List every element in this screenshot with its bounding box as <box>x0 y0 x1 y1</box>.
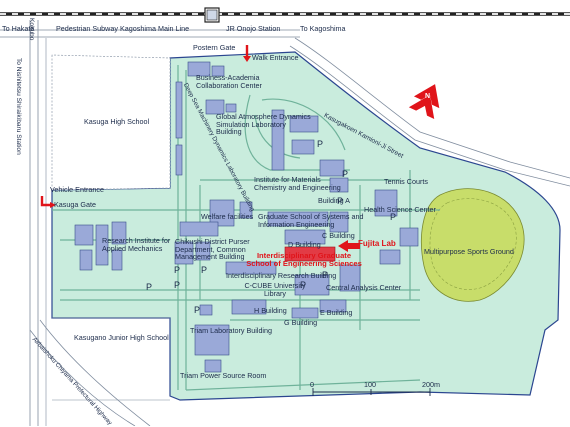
to-hakata-label: To Hakata <box>2 24 35 33</box>
scale-bar <box>312 388 431 396</box>
parking-mark: P <box>337 196 344 206</box>
g-building-label: G Building <box>284 318 318 327</box>
c-building-label: C Building <box>322 231 355 240</box>
postern-gate-label: Postern Gate <box>193 43 236 52</box>
chikushi-label: Chikushi District Purser Department, Com… <box>175 237 250 262</box>
vehicle-entrance-label: Vehicle Entrance <box>50 185 104 194</box>
kagoshima-line-label: Kagoshima Main Line <box>120 24 190 33</box>
jr-station-label: JR Onojo Station <box>226 24 281 33</box>
scale-label-200m: 200m <box>422 380 440 389</box>
kasuga-high-label: Kasuga High School <box>84 117 150 126</box>
parking-mark: P <box>194 305 201 315</box>
tennis-label: Tennis Courts <box>384 177 428 186</box>
parking-mark: P <box>146 282 153 292</box>
pedestrian-subway-label: Pedestrian Subway <box>56 24 118 33</box>
building-a-label: Building A <box>318 196 350 205</box>
kasuga-high-boundary <box>51 54 171 191</box>
scale-label-100: 100 <box>364 380 376 389</box>
parking-mark: P <box>174 265 181 275</box>
walk-entrance-label: Walk Entrance <box>252 53 299 62</box>
welfare-label: Welfare facilities <box>201 212 254 221</box>
grad-school-label: Graduate School of Systems and Informati… <box>258 212 364 229</box>
interdisciplinary-research-label: Interdisciplinary Research Building <box>226 271 337 280</box>
kasuga-gate-label: Kasuga Gate <box>54 200 96 209</box>
materials-label: Institute for Materials Chemistry and En… <box>254 175 341 192</box>
scale-label-0: 0 <box>310 380 314 389</box>
d-building-label: D Building <box>288 240 321 249</box>
parking-mark: P <box>390 212 397 222</box>
central-analysis-label: Central Analysis Center <box>326 283 402 292</box>
kasugano-junior-label: Kasugano Junior High School <box>74 333 169 342</box>
parking-mark: P <box>342 169 349 179</box>
parking-mark: P <box>317 139 324 149</box>
c-cube-label: C-CUBE University Library <box>244 281 306 298</box>
applied-mechanics-label: Research Institute for Applied Mechanics <box>102 236 171 253</box>
parking-mark: P <box>201 265 208 275</box>
global-atmosphere-label: Global Atmosphere Dynamics Simulation La… <box>216 112 311 137</box>
business-academia-label: Business-Academia Collaboration Center <box>196 73 262 90</box>
north-arrow-icon <box>408 84 440 120</box>
buildings <box>74 61 419 373</box>
gate-markers <box>40 45 249 207</box>
h-building-label: H Building <box>254 306 287 315</box>
triam-lab-label: Triam Laboratory Building <box>190 326 273 335</box>
fujita-lab-label: Fujita Lab <box>358 239 396 248</box>
parking-mark: P <box>322 270 329 280</box>
health-science-label: Health Science Center <box>364 205 436 214</box>
sports-ground <box>421 188 525 302</box>
north-label: N <box>425 93 431 100</box>
triam-power-label: Triam Power Source Room <box>180 371 267 380</box>
igses-building <box>284 246 336 262</box>
multipurpose-label: Multipurpose Sports Ground <box>424 247 514 256</box>
nishitetsu-label: To Nishitetsu Shiraikibaru Station <box>15 58 22 155</box>
to-kagoshima-label: To Kagoshima <box>300 24 346 33</box>
parking-mark: P <box>174 280 181 290</box>
e-building-label: E Building <box>320 308 353 317</box>
kokubo-label: Kokubo <box>28 18 35 41</box>
igses-label: Interdisciplinary Graduate School of Eng… <box>246 251 362 268</box>
fujita-lab-arrow <box>338 240 360 252</box>
parking-mark: P <box>300 280 307 290</box>
